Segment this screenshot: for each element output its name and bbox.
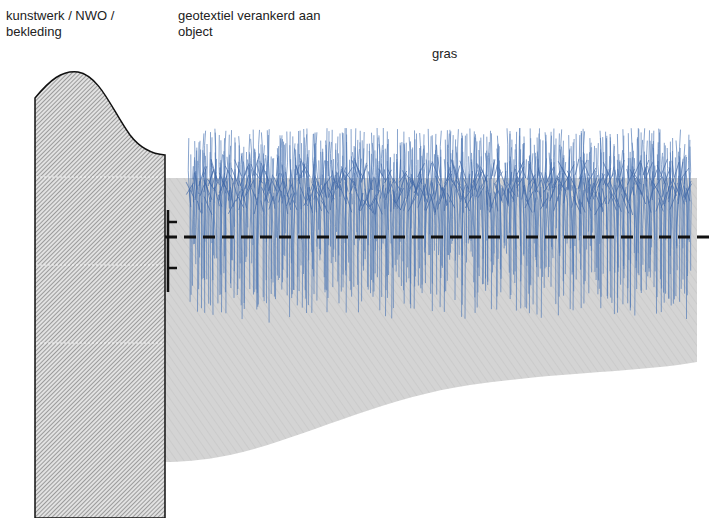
structure-label: kunstwerk / NWO / bekleding [6, 8, 136, 40]
wall-joints [36, 177, 164, 343]
grass-label: gras [432, 46, 492, 62]
structure-wall [35, 72, 165, 518]
dashed-line [165, 236, 713, 239]
grass-tufts [186, 156, 692, 215]
grass-strokes [186, 128, 692, 323]
geotextile-label: geotextiel verankerd aan object [178, 8, 338, 40]
geotextile-anchor [168, 210, 177, 292]
grass-strand [188, 128, 691, 323]
